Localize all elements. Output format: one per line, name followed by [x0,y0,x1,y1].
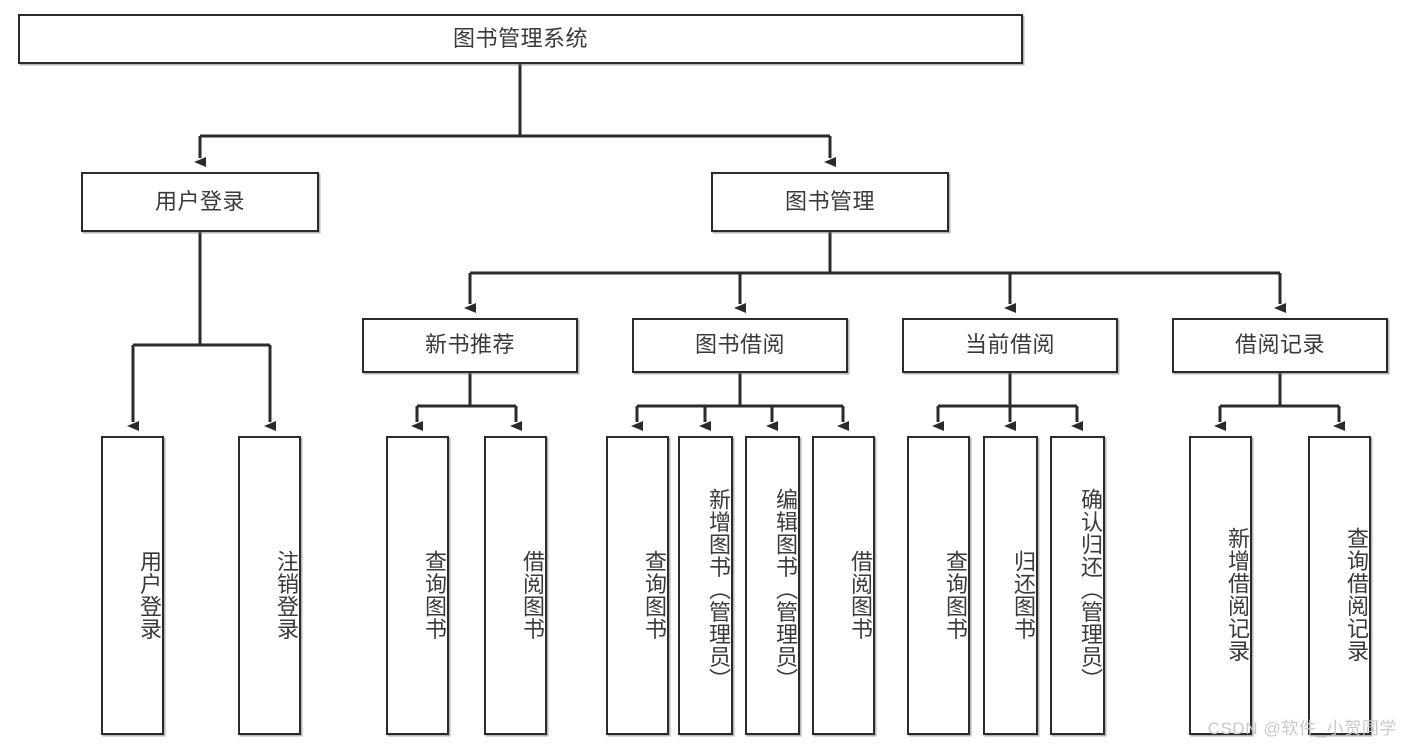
node-root[interactable]: 图书管理系统 [18,14,1023,64]
node-leaf-confirm-return[interactable]: 确认归还（管理员） [1050,436,1105,735]
node-leaf-query-book-borrow[interactable]: 查询图书 [606,436,669,735]
node-leaf-borrow-book-borrow[interactable]: 借阅图书 [812,436,875,735]
node-book-management[interactable]: 图书管理 [711,172,949,232]
node-leaf-query-book-rec-label: 查询图书 [422,549,447,640]
node-leaf-query-book-rec[interactable]: 查询图书 [386,436,449,735]
node-leaf-add-book[interactable]: 新增图书（管理员） [678,436,733,735]
node-leaf-return-book[interactable]: 归还图书 [983,436,1038,735]
node-leaf-borrow-book-rec-label: 借阅图书 [520,549,545,640]
node-leaf-edit-book-label: 编辑图书（管理员） [773,488,798,691]
node-leaf-logout-label: 注销登录 [274,549,299,640]
node-user-login-label: 用户登录 [154,188,245,214]
node-leaf-logout[interactable]: 注销登录 [238,436,301,735]
node-new-book-recommend[interactable]: 新书推荐 [362,318,578,373]
node-leaf-confirm-return-label: 确认归还（管理员） [1078,488,1103,691]
node-leaf-query-book-current[interactable]: 查询图书 [907,436,970,735]
node-root-label: 图书管理系统 [452,25,588,51]
node-book-borrow[interactable]: 图书借阅 [632,318,848,373]
node-borrow-record-label: 借阅记录 [1234,332,1325,358]
node-leaf-add-borrow-record[interactable]: 新增借阅记录 [1189,436,1252,735]
node-leaf-borrow-book-borrow-label: 借阅图书 [848,549,873,640]
node-leaf-edit-book[interactable]: 编辑图书（管理员） [745,436,800,735]
node-new-book-recommend-label: 新书推荐 [424,332,515,358]
node-book-borrow-label: 图书借阅 [694,332,785,358]
node-current-borrow-label: 当前借阅 [964,332,1055,358]
node-current-borrow[interactable]: 当前借阅 [902,318,1118,373]
node-borrow-record[interactable]: 借阅记录 [1172,318,1388,373]
node-leaf-user-login[interactable]: 用户登录 [101,436,164,735]
node-leaf-query-borrow-record-label: 查询借阅记录 [1344,527,1369,662]
node-book-management-label: 图书管理 [784,188,875,214]
node-user-login[interactable]: 用户登录 [81,172,319,232]
node-leaf-add-book-label: 新增图书（管理员） [706,488,731,691]
node-leaf-query-book-current-label: 查询图书 [943,549,968,640]
node-leaf-query-book-borrow-label: 查询图书 [642,549,667,640]
node-leaf-user-login-label: 用户登录 [137,549,162,640]
node-leaf-add-borrow-record-label: 新增借阅记录 [1225,527,1250,662]
node-leaf-query-borrow-record[interactable]: 查询借阅记录 [1308,436,1371,735]
node-leaf-borrow-book-rec[interactable]: 借阅图书 [484,436,547,735]
node-leaf-return-book-label: 归还图书 [1011,549,1036,640]
watermark: CSDN @软件_小贺同学 [1207,719,1397,738]
